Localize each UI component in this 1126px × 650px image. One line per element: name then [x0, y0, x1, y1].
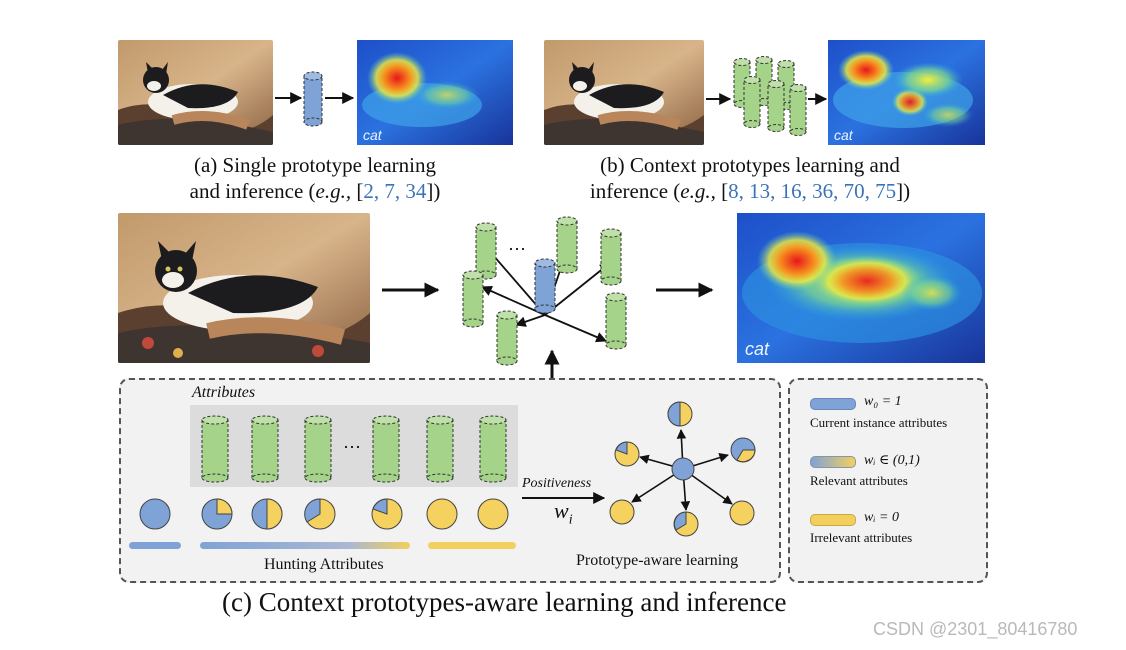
caption-a-line1: (a) Single prototype learning [193, 153, 436, 177]
prototype-aware-graph [609, 401, 756, 537]
blue-attribute-circle [139, 498, 171, 530]
heatmap-b: cat [828, 40, 985, 145]
legend-panel [788, 378, 988, 583]
hunting-attribute-bar [200, 542, 410, 549]
attribute-cylinder [201, 415, 229, 483]
attribute-cylinder [426, 415, 454, 483]
green-prototype-cylinder [496, 310, 518, 366]
mixed-attribute-pie [673, 511, 699, 537]
positiveness-label: Positiveness [522, 476, 592, 491]
mixed-attribute-pie [614, 441, 640, 467]
heatmap-a: cat [357, 40, 513, 145]
attribute-cylinder [251, 415, 279, 483]
caption-b-line2: inference (e.g., [8, 13, 16, 36, 70, 75]… [589, 179, 911, 203]
cat-photo-b [544, 40, 704, 145]
citation-a[interactable]: 2, 7, 34 [363, 179, 427, 203]
yellow-attribute-circle [477, 498, 509, 530]
legend-swatch [810, 456, 856, 468]
figure-caption: (c) Context prototypes-aware learning an… [222, 587, 787, 617]
attribute-cylinder [372, 415, 400, 483]
heatmap-a-label: cat [363, 127, 382, 143]
yellow-attribute-circle [426, 498, 458, 530]
context-aware-graph: ··· [382, 216, 714, 380]
attribute-cylinder [304, 415, 332, 483]
context-prototypes-flow [706, 56, 828, 136]
mixed-attribute-pie [371, 498, 403, 530]
mixed-attribute-pie [304, 498, 336, 530]
mixed-attribute-pie [251, 498, 283, 530]
caption-b: (b) Context prototypes learning and infe… [530, 152, 970, 204]
mixed-attribute-pie [201, 498, 233, 530]
irrelevant-attribute-bar [428, 542, 516, 549]
mixed-attribute-pie [667, 401, 693, 427]
legend-label: Current instance attributes [810, 415, 948, 430]
green-prototype-cylinder [475, 222, 497, 280]
yellow-attribute-circle [609, 499, 635, 525]
caption-a-line2: and inference (e.g., [2, 7, 34]) [189, 179, 441, 203]
heatmap-c-label: cat [745, 339, 770, 359]
caption-a: (a) Single prototype learning and infere… [140, 152, 490, 204]
mixed-attribute-pie [730, 437, 756, 463]
green-prototype-cylinder [462, 270, 484, 328]
watermark: CSDN @2301_80416780 [873, 619, 1078, 639]
yellow-attribute-circle [729, 500, 755, 526]
legend-swatch [810, 398, 856, 410]
green-prototype-cylinder [556, 216, 578, 274]
graph-ellipsis: ··· [508, 239, 526, 259]
heatmap-c: cat [737, 213, 985, 363]
attributes-row: ··· [201, 415, 507, 483]
attributes-title: Attributes [192, 384, 256, 401]
green-prototype-cylinder [600, 228, 622, 286]
legend-math: wᵢ = 0 [864, 510, 899, 525]
attribute-weights-row [129, 498, 516, 549]
heatmap-b-label: cat [834, 127, 853, 143]
legend-label: Relevant attributes [810, 473, 908, 488]
blue-attribute-circle [671, 457, 695, 481]
attributes-ellipsis: ··· [343, 437, 361, 457]
attribute-cylinder [479, 415, 507, 483]
blue-prototype-cylinder [303, 71, 323, 127]
cat-photo-a [118, 40, 273, 145]
attributes-box [190, 405, 518, 487]
green-prototype-cylinder [767, 80, 785, 132]
blue-prototype-cylinder [534, 258, 556, 314]
caption-b-line1: (b) Context prototypes learning and [600, 153, 900, 177]
legend-label: Irrelevant attributes [810, 530, 913, 545]
green-prototype-cylinder [789, 84, 807, 136]
legend-swatch [810, 514, 856, 526]
current-attribute-bar [129, 542, 181, 549]
green-prototype-cylinder [605, 292, 627, 350]
prototype-aware-learning-label: Prototype-aware learning [576, 552, 739, 569]
single-prototype-flow [275, 71, 355, 127]
cat-photo-c [118, 213, 370, 363]
citation-b[interactable]: 8, 13, 16, 36, 70, 75 [728, 179, 897, 203]
legend-math: w₀ = 1 [864, 394, 902, 409]
legend-math: wᵢ ∈ (0,1) [864, 453, 920, 468]
hunting-attributes-label: Hunting Attributes [264, 556, 384, 573]
green-prototype-cylinder [743, 76, 761, 128]
weight-symbol: wi [554, 498, 573, 528]
positiveness-arrow [522, 492, 606, 504]
